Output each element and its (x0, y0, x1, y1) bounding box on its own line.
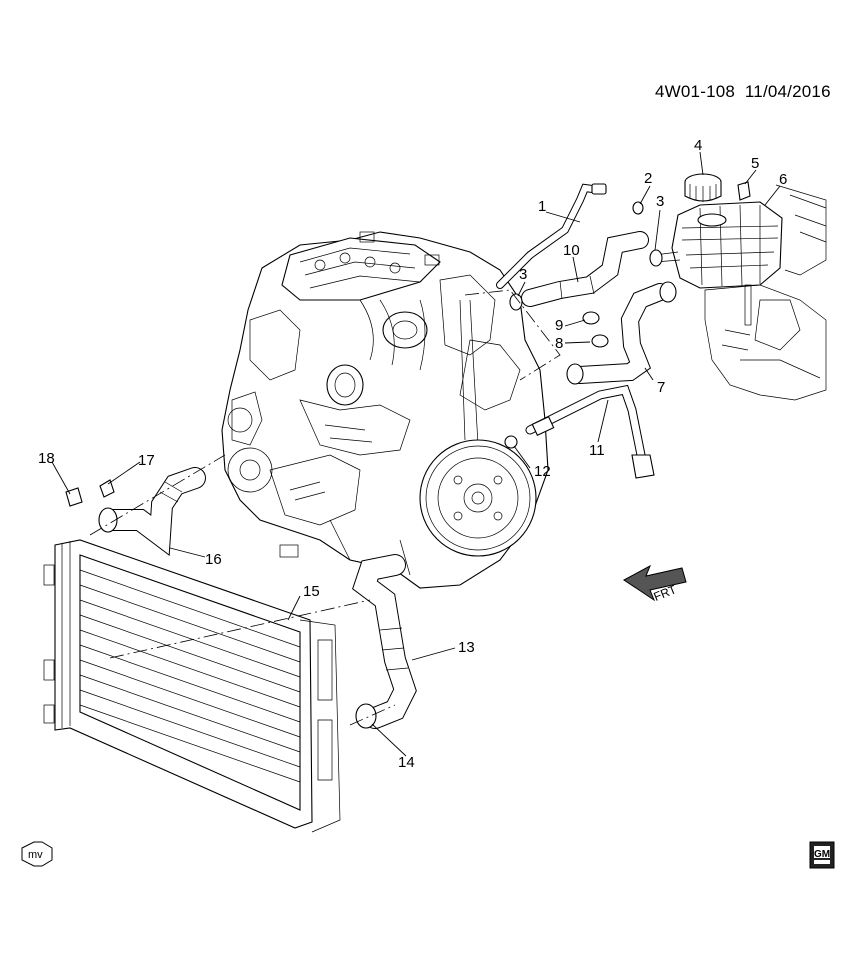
flexplate (419, 439, 537, 557)
callout-11: 11 (589, 442, 605, 459)
callout-8: 8 (555, 335, 563, 352)
callout-6: 6 (779, 171, 787, 188)
callout-12: 12 (534, 463, 551, 480)
radiator-lower-hose (352, 554, 417, 729)
leader-lines (51, 151, 781, 757)
callout-14: 14 (398, 754, 415, 771)
radiator-upper-hose (98, 467, 206, 556)
reservoir-inlet-hose (566, 281, 677, 385)
callout-7: 7 (657, 379, 665, 396)
callout-16: 16 (205, 551, 222, 568)
vehicle-body-structure (704, 184, 827, 401)
illustration-date: 11/04/2016 (744, 82, 831, 101)
front-direction-arrow: FRT (623, 564, 687, 604)
reservoir-outlet-pipe (496, 183, 607, 289)
reservoir-clip (737, 181, 751, 201)
callout-17: 17 (138, 452, 155, 469)
pressure-cap (684, 173, 722, 202)
heater-outlet-hose (521, 231, 649, 307)
callout-15: 15 (303, 583, 320, 600)
callout-9: 9 (555, 317, 563, 334)
coolant-reservoir (654, 201, 783, 326)
hose-clamps (65, 201, 663, 729)
callout-1: 1 (538, 198, 546, 215)
callout-3b: 3 (519, 266, 527, 283)
callout-numbers: 1 2 3 3 4 5 6 7 8 9 10 11 12 13 14 15 16… (38, 137, 787, 771)
mv-badge: mv (21, 841, 53, 867)
gm-logo: GM (809, 841, 835, 869)
mv-badge-label: mv (28, 849, 43, 861)
callout-4: 4 (694, 137, 702, 154)
callout-13: 13 (458, 639, 475, 656)
callout-10: 10 (563, 242, 580, 259)
callout-2: 2 (644, 170, 652, 187)
illustration-header: 4W01-108 11/04/2016 (655, 82, 831, 102)
radiator (43, 539, 341, 833)
phantom-lines (89, 289, 561, 726)
illustration-code: 4W01-108 (655, 82, 736, 101)
callout-5: 5 (751, 155, 759, 172)
gm-logo-label: GM (814, 849, 830, 860)
heater-inlet-pipe (525, 384, 655, 479)
callout-3a: 3 (656, 193, 664, 210)
callout-18: 18 (38, 450, 55, 467)
